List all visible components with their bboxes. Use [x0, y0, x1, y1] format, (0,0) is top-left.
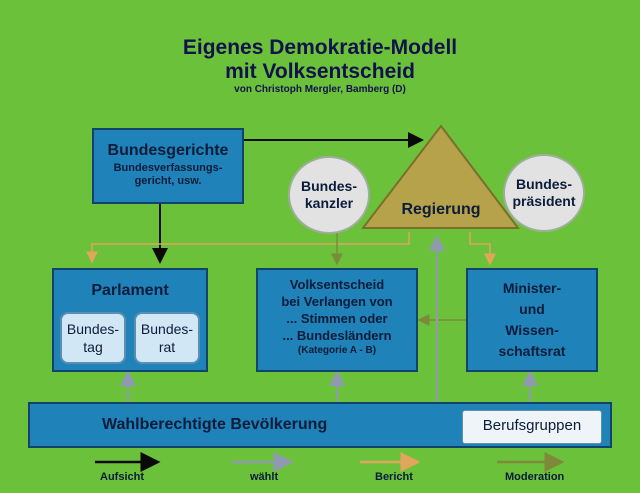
- regierung-triangle: [360, 124, 521, 229]
- berufsgruppen-box: Berufsgruppen: [462, 410, 602, 444]
- bevoelkerung-label: Wahlberechtigte Bevölkerung: [102, 416, 328, 433]
- regierung-label: Regierung: [401, 201, 481, 218]
- minister-line1: Minister-: [502, 280, 562, 296]
- bundesrat-line2: rat: [158, 339, 176, 355]
- bundesgerichte-sub1: Bundesverfassungs-: [113, 162, 223, 174]
- bundeskanzler-circle: Bundes- kanzler: [288, 156, 370, 234]
- volksentscheid-line2: bei Verlangen von: [281, 294, 393, 309]
- bundesrat-line1: Bundes-: [140, 321, 194, 337]
- minister-line4: schaftsrat: [498, 343, 566, 359]
- author-line: von Christoph Mergler, Bamberg (D): [234, 84, 406, 95]
- volksentscheid-box: Volksentscheid bei Verlangen von ... Sti…: [256, 268, 418, 372]
- bundespraesident-circle: Bundes- präsident: [503, 154, 585, 232]
- legend-waehlt-label: wählt: [250, 471, 279, 483]
- legend-bericht-label: Bericht: [375, 471, 413, 483]
- arrow-regierung-to-minister: [469, 232, 496, 266]
- bevoelkerung-box: Wahlberechtigte Bevölkerung Berufsgruppe…: [28, 402, 612, 448]
- bundestag-box: Bundes- tag: [60, 312, 126, 364]
- volksentscheid-line3: ... Stimmen oder: [286, 311, 388, 326]
- parlament-title: Parlament: [91, 282, 169, 299]
- bundesgerichte-title: Bundesgerichte: [107, 142, 229, 159]
- volksentscheid-line1: Volksentscheid: [289, 277, 385, 292]
- bundespraesident-line2: präsident: [512, 193, 576, 209]
- parlament-box: Parlament Bundes- tag Bundes- rat: [52, 268, 208, 372]
- bundeskanzler-line2: kanzler: [304, 195, 354, 211]
- bundesrat-box: Bundes- rat: [134, 312, 200, 364]
- legend-moderation-label: Moderation: [505, 471, 565, 483]
- minister-line3: Wissen-: [505, 322, 559, 338]
- arrow-regierung-to-parlament: [86, 232, 410, 264]
- bundespraesident-line1: Bundes-: [516, 176, 572, 192]
- title-line-1: Eigenes Demokratie-Modell: [182, 36, 458, 59]
- bundestag-line1: Bundes-: [66, 321, 120, 337]
- volksentscheid-note: (Kategorie A - B): [297, 345, 377, 356]
- bundesgerichte-sub2: gericht, usw.: [134, 175, 202, 187]
- title-line-2: mit Volksentscheid: [225, 60, 415, 83]
- legend-aufsicht-label: Aufsicht: [100, 471, 144, 483]
- minister-box: Minister- und Wissen- schaftsrat: [466, 268, 598, 372]
- minister-line2: und: [519, 301, 545, 317]
- bundeskanzler-line1: Bundes-: [301, 178, 357, 194]
- bundesgerichte-box: Bundesgerichte Bundesverfassungs- gerich…: [92, 128, 244, 204]
- bundestag-line2: tag: [83, 339, 103, 355]
- volksentscheid-line4: ... Bundesländern: [282, 328, 392, 343]
